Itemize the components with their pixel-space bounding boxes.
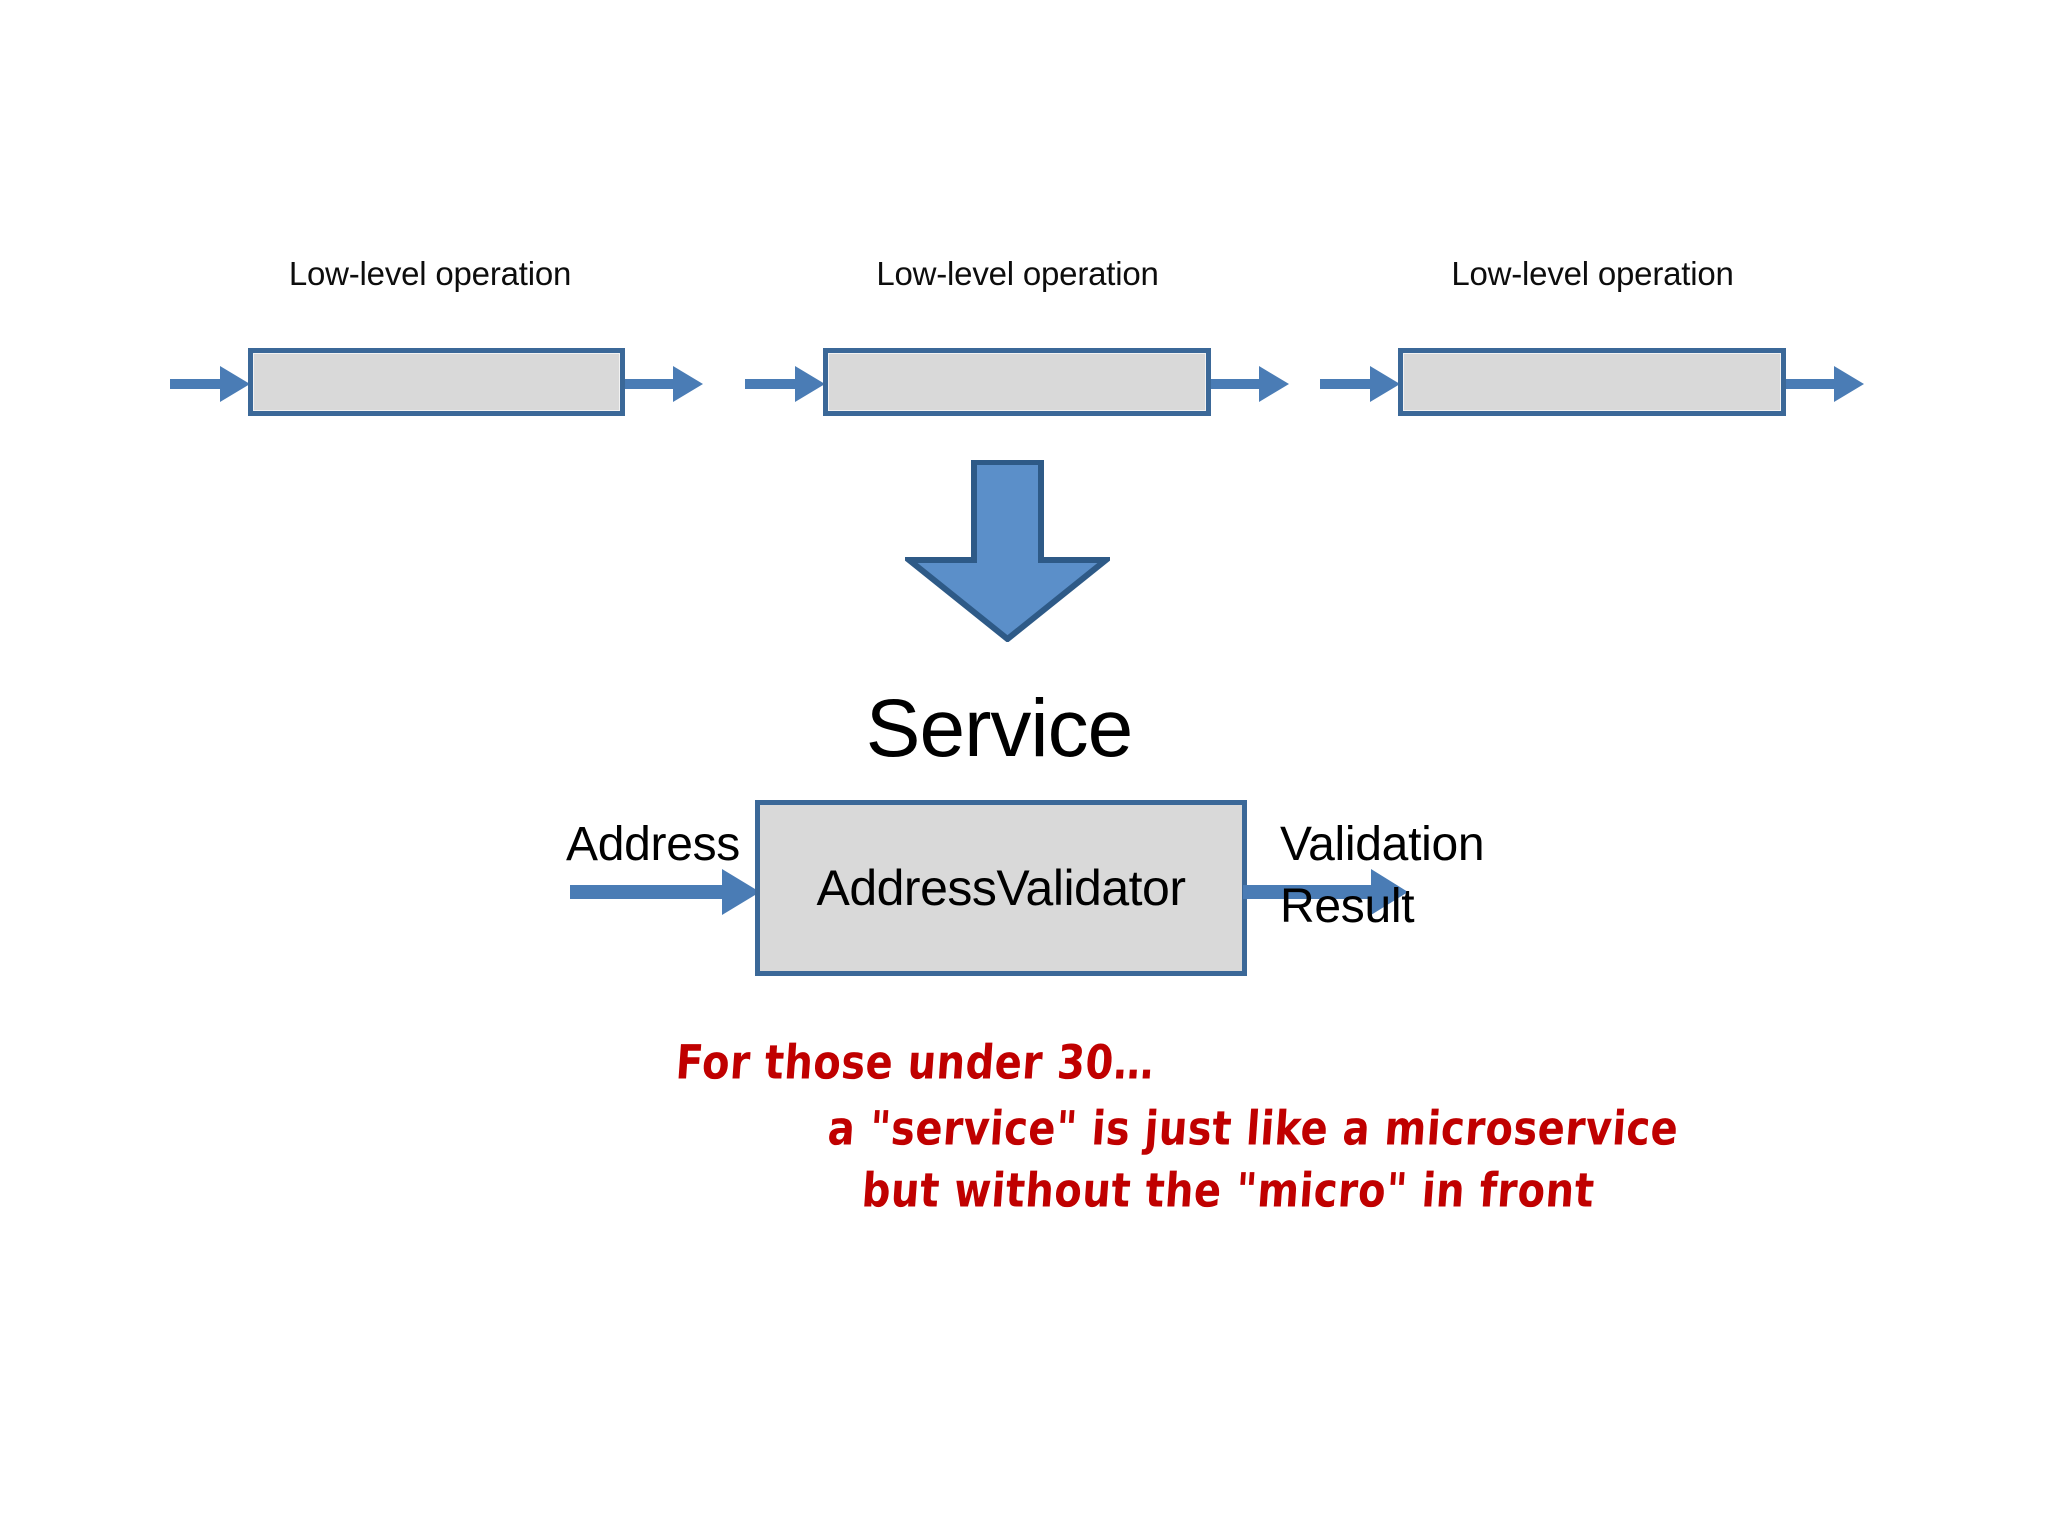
service-output-label-line1: Validation [1280, 818, 1485, 871]
pipeline-step-2: Low-level operation [745, 255, 1290, 425]
pipeline-step-box [1398, 348, 1786, 416]
pipeline-step-label: Low-level operation [1451, 255, 1734, 292]
page-title: Service [0, 688, 2048, 770]
arrow-right-icon [1320, 362, 1400, 406]
arrow-right-icon [1786, 362, 1864, 406]
arrow-right-icon [570, 866, 760, 918]
service-box: AddressValidator [755, 800, 1247, 976]
service-box-label: AddressValidator [816, 860, 1186, 916]
pipeline-step-box [823, 348, 1211, 416]
arrow-right-icon [625, 362, 703, 406]
note-line: a "service" is just like a microservice [826, 1101, 1681, 1157]
pipeline-step-box [248, 348, 625, 416]
pipeline-step-3: Low-level operation [1320, 255, 1865, 425]
pipeline-step-label: Low-level operation [288, 255, 572, 292]
pipeline-step-label: Low-level operation [876, 255, 1159, 292]
big-down-arrow-icon [905, 460, 1110, 642]
service-title-text: Service [865, 683, 1133, 774]
arrow-right-icon [170, 362, 250, 406]
note-line: but without the "micro" in front [860, 1163, 1597, 1219]
arrow-right-icon [745, 362, 825, 406]
service-output-label-line2: Result [1280, 880, 1415, 933]
pipeline-step-1: Low-level operation [170, 255, 703, 425]
service-input-label: Address [566, 818, 740, 871]
note-line: For those under 30… [674, 1035, 1157, 1091]
arrow-right-icon [1211, 362, 1289, 406]
arrow-right-icon [1243, 866, 1408, 918]
